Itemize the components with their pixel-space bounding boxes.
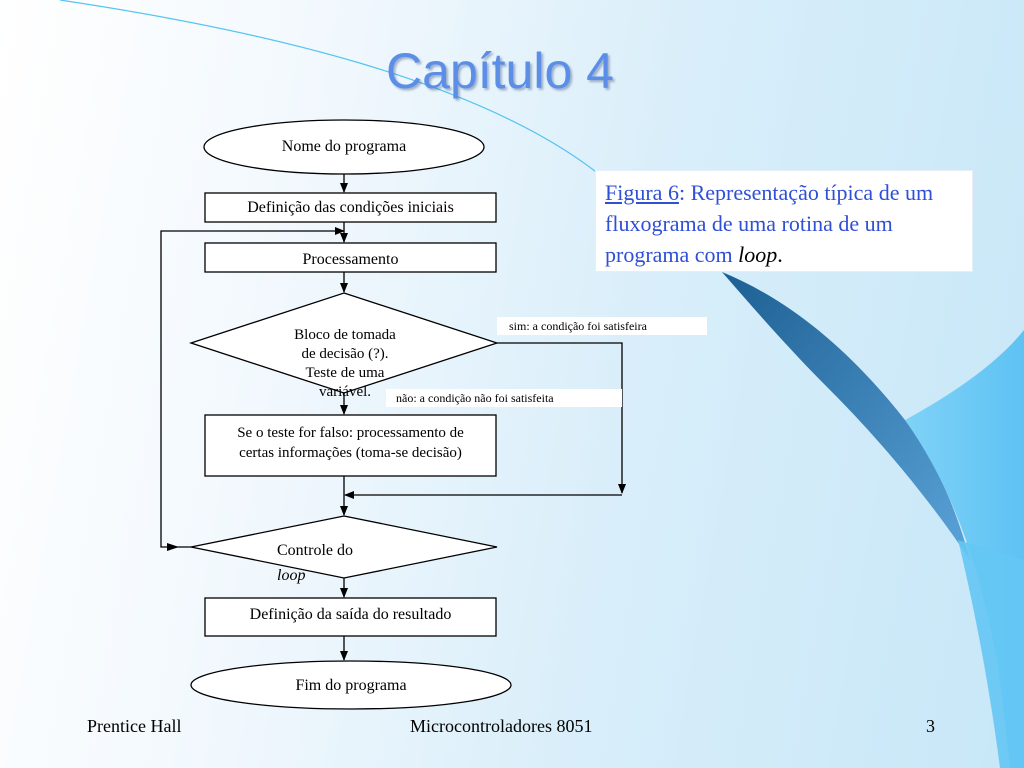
loop-control-italic: loop bbox=[277, 567, 306, 584]
background-curve-line bbox=[59, 0, 601, 176]
end-label: Fim do programa bbox=[295, 677, 407, 694]
process-label: Processamento bbox=[302, 251, 399, 268]
decision-line-2: de decisão (?). bbox=[301, 346, 389, 362]
figure-reference: Figura 6 bbox=[605, 180, 679, 205]
init-label: Definição das condições iniciais bbox=[247, 199, 454, 216]
loop-control-label: Controle do bbox=[277, 542, 353, 559]
footer-page-number: 3 bbox=[926, 716, 935, 736]
slide-title: Capítulo 4 bbox=[386, 43, 614, 99]
false-branch-line-2: certas informações (toma-se decisão) bbox=[239, 445, 462, 461]
decision-line-1: Bloco de tomada bbox=[294, 327, 396, 343]
connector-yes-branch bbox=[497, 342, 626, 494]
no-condition-label: não: a condição não foi satisfeita bbox=[386, 389, 622, 407]
decision-line-4: variável. bbox=[318, 384, 372, 400]
loop-back-arrowhead bbox=[167, 543, 179, 551]
end-ellipse bbox=[190, 660, 512, 710]
caption-end: . bbox=[777, 242, 783, 267]
yes-condition-label: sim: a condição foi satisfeira bbox=[497, 317, 707, 335]
background-light-wave bbox=[905, 330, 1024, 768]
output-label: Definição da saída do resultado bbox=[249, 606, 452, 623]
caption-italic: loop bbox=[738, 242, 778, 267]
background-light-wave-bottom bbox=[958, 540, 1024, 768]
false-branch-box bbox=[204, 414, 497, 477]
decision-line-3: Teste de uma bbox=[305, 365, 385, 381]
process-box bbox=[204, 242, 497, 273]
figure-caption: Figura 6: Representação típica de um flu… bbox=[595, 170, 973, 272]
start-label: Nome do programa bbox=[281, 138, 407, 155]
footer-left: Prentice Hall bbox=[87, 716, 182, 736]
false-branch-line-1: Se o teste for falso: processamento de bbox=[237, 425, 464, 441]
caption-text: : Representação típica de um fluxograma … bbox=[605, 180, 934, 267]
init-box bbox=[204, 192, 497, 223]
output-box bbox=[204, 597, 497, 637]
footer-center: Microcontroladores 8051 bbox=[410, 716, 593, 736]
